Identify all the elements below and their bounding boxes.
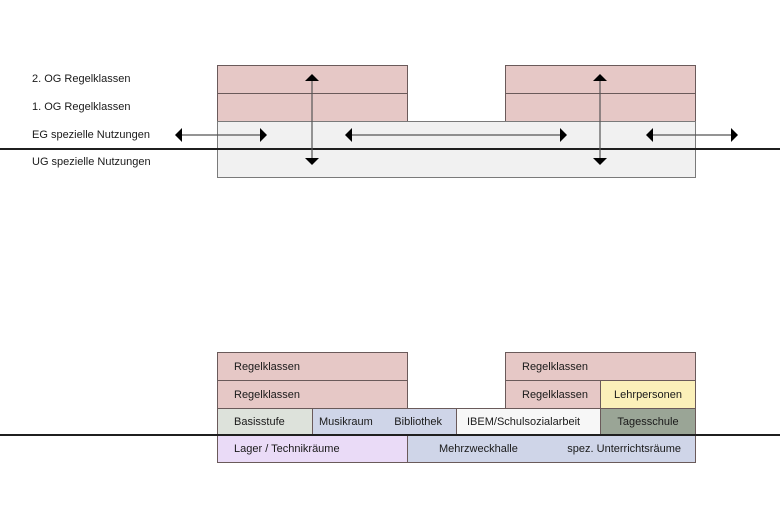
cell-ug-lager: Lager / Technikräume [217,435,408,463]
cell-ug-mehrzweckhalle: Mehrzweckhalle spez. Unterrichtsräume [407,435,696,463]
cell-label-spez: spez. Unterrichtsräume [567,443,681,455]
arrow-vertical-right [593,74,607,165]
arrow-horizontal-left [175,128,267,142]
cell-1og-regelklassen-left: Regelklassen [217,380,408,409]
cell-label: Regelklassen [522,388,589,401]
cell-2og-regelklassen-right: Regelklassen [505,352,696,381]
arrow-horizontal-right [646,128,738,142]
cell-label: Regelklassen [234,388,301,401]
cell-2og-regelklassen-left: Regelklassen [217,352,408,381]
block-ug [217,149,696,178]
cell-label: Regelklassen [522,360,589,373]
cell-label-musikraum: Musikraum [319,416,373,428]
ground-line-bottom [0,434,780,436]
cell-eg-musik-bibliothek: Musikraum Bibliothek [312,408,457,436]
row-label-2og: 2. OG Regelklassen [32,73,131,85]
row-label-eg: EG spezielle Nutzungen [32,129,151,141]
ground-line-top [0,148,780,150]
cell-eg-tagesschule: Tagesschule [600,408,696,436]
cell-label: Tagesschule [617,416,679,428]
cell-eg-ibem: IBEM/Schulsozialarbeit [456,408,601,436]
row-label-ug: UG spezielle Nutzungen [32,156,151,168]
cell-label: Lehrpersonen [614,388,682,401]
cell-label-bibliothek: Bibliothek [394,416,442,428]
cell-label: IBEM/Schulsozialarbeit [467,416,581,428]
cell-eg-basisstufe: Basisstufe [217,408,313,436]
cell-label: Regelklassen [234,360,301,373]
circulation-arrows [175,74,738,165]
cell-label: Basisstufe [234,416,285,428]
cell-label-mehrzweckhalle: Mehrzweckhalle [439,443,518,455]
arrow-horizontal-middle [345,128,567,142]
row-label-1og: 1. OG Regelklassen [32,101,131,113]
cell-label: Lager / Technikräume [234,443,340,455]
cell-1og-lehrpersonen: Lehrpersonen [600,380,696,409]
arrow-vertical-left [305,74,319,165]
cell-1og-regelklassen-right: Regelklassen [505,380,601,409]
